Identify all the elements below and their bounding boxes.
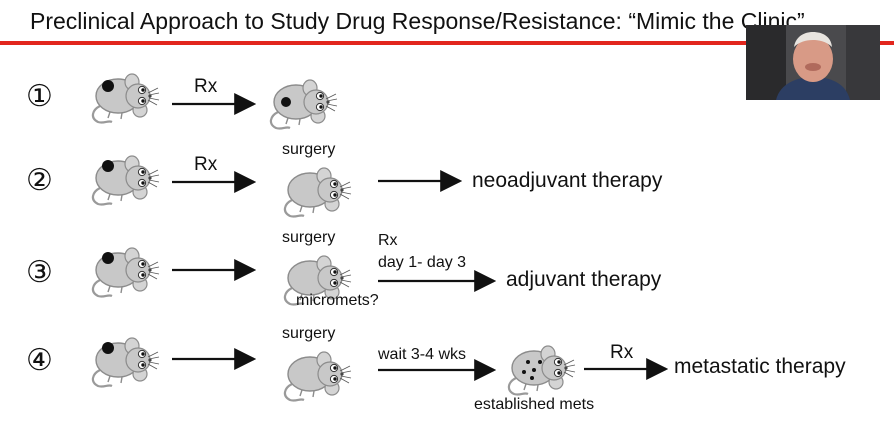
row-1-number: ①	[26, 79, 53, 114]
row-3-number: ③	[26, 255, 53, 290]
presenter-webcam-icon	[746, 25, 880, 100]
mouse-icon	[269, 78, 339, 130]
row-3-rx-label: Rx	[378, 232, 398, 249]
mouse-icon	[91, 336, 161, 388]
mouse-icon	[91, 72, 161, 124]
row-4-timing: wait 3-4 wks	[378, 346, 467, 363]
row-1-arrow	[172, 93, 257, 115]
row-4-arrow-2	[378, 359, 497, 381]
tumor-dot-icon	[102, 160, 114, 172]
mouse-icon	[507, 344, 577, 396]
title-underline	[0, 41, 894, 45]
row-4-surgery-label: surgery	[282, 325, 336, 342]
tumor-dot-icon	[281, 97, 291, 107]
row-2-arrow-2	[378, 170, 463, 192]
row-1-rx-label: Rx	[194, 76, 218, 97]
row-4-number: ④	[26, 343, 53, 378]
row-2-surgery-label: surgery	[282, 141, 336, 158]
row-2-rx-label: Rx	[194, 154, 218, 175]
row-4-established-mets-note: established mets	[474, 396, 595, 413]
row-3-micromets-note: micromets?	[296, 292, 379, 309]
mouse-icon	[283, 166, 353, 218]
row-3-surgery-label: surgery	[282, 229, 336, 246]
metastasis-dots-icon	[522, 360, 542, 380]
row-3-arrow-1	[172, 259, 257, 281]
row-4-arrow-1	[172, 348, 257, 370]
row-4-rx-label: Rx	[610, 342, 634, 363]
mouse-icon	[91, 154, 161, 206]
tumor-dot-icon	[102, 252, 114, 264]
row-4-outcome: metastatic therapy	[674, 355, 846, 378]
row-2-outcome: neoadjuvant therapy	[472, 169, 663, 192]
row-3-outcome: adjuvant therapy	[506, 268, 662, 291]
row-4-arrow-3	[584, 358, 669, 380]
row-3-timing: day 1- day 3	[378, 254, 467, 271]
mouse-icon	[283, 350, 353, 402]
tumor-dot-icon	[102, 342, 114, 354]
tumor-dot-icon	[102, 80, 114, 92]
row-2-number: ②	[26, 163, 53, 198]
row-3-arrow-2	[378, 270, 497, 292]
mouse-icon	[91, 246, 161, 298]
slide-title: Preclinical Approach to Study Drug Respo…	[30, 8, 805, 34]
row-2-arrow-1	[172, 171, 257, 193]
